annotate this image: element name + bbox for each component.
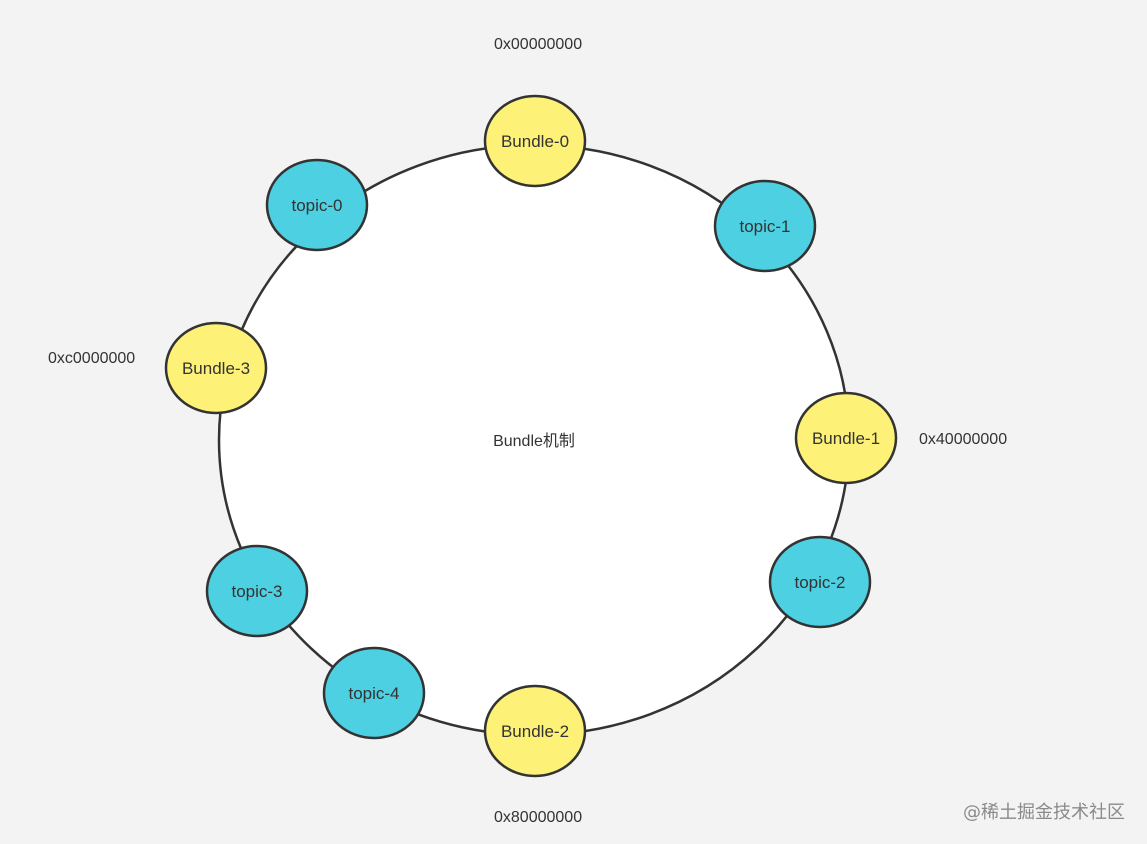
bundle-node-label: Bundle-0 xyxy=(501,132,569,151)
bundle-node-1[interactable]: Bundle-1 xyxy=(794,391,898,485)
topic-node-label: topic-2 xyxy=(794,573,845,592)
bundle-node-2[interactable]: Bundle-2 xyxy=(483,684,587,778)
topic-node-2[interactable]: topic-2 xyxy=(768,535,872,629)
topic-node-3[interactable]: topic-3 xyxy=(205,544,309,638)
bundle-node-0[interactable]: Bundle-0 xyxy=(483,94,587,188)
hash-label-bundle-2: 0x80000000 xyxy=(494,809,583,826)
topic-node-0[interactable]: topic-0 xyxy=(265,158,369,252)
hash-label-bundle-0: 0x00000000 xyxy=(494,36,583,53)
hash-label-bundle-1: 0x40000000 xyxy=(919,431,1008,448)
topic-node-label: topic-1 xyxy=(739,217,790,236)
center-label: Bundle机制 xyxy=(493,432,575,450)
topic-node-4[interactable]: topic-4 xyxy=(322,646,426,740)
bundle-node-3[interactable]: Bundle-3 xyxy=(164,321,268,415)
topic-node-1[interactable]: topic-1 xyxy=(713,179,817,273)
bundle-node-label: Bundle-3 xyxy=(182,359,250,378)
topic-node-label: topic-0 xyxy=(291,196,342,215)
topic-node-label: topic-4 xyxy=(348,684,399,703)
topic-node-label: topic-3 xyxy=(231,582,282,601)
hash-label-bundle-3: 0xc0000000 xyxy=(48,350,136,367)
bundle-node-label: Bundle-2 xyxy=(501,722,569,741)
watermark: @稀土掘金技术社区 xyxy=(963,802,1125,823)
bundle-node-label: Bundle-1 xyxy=(812,429,880,448)
